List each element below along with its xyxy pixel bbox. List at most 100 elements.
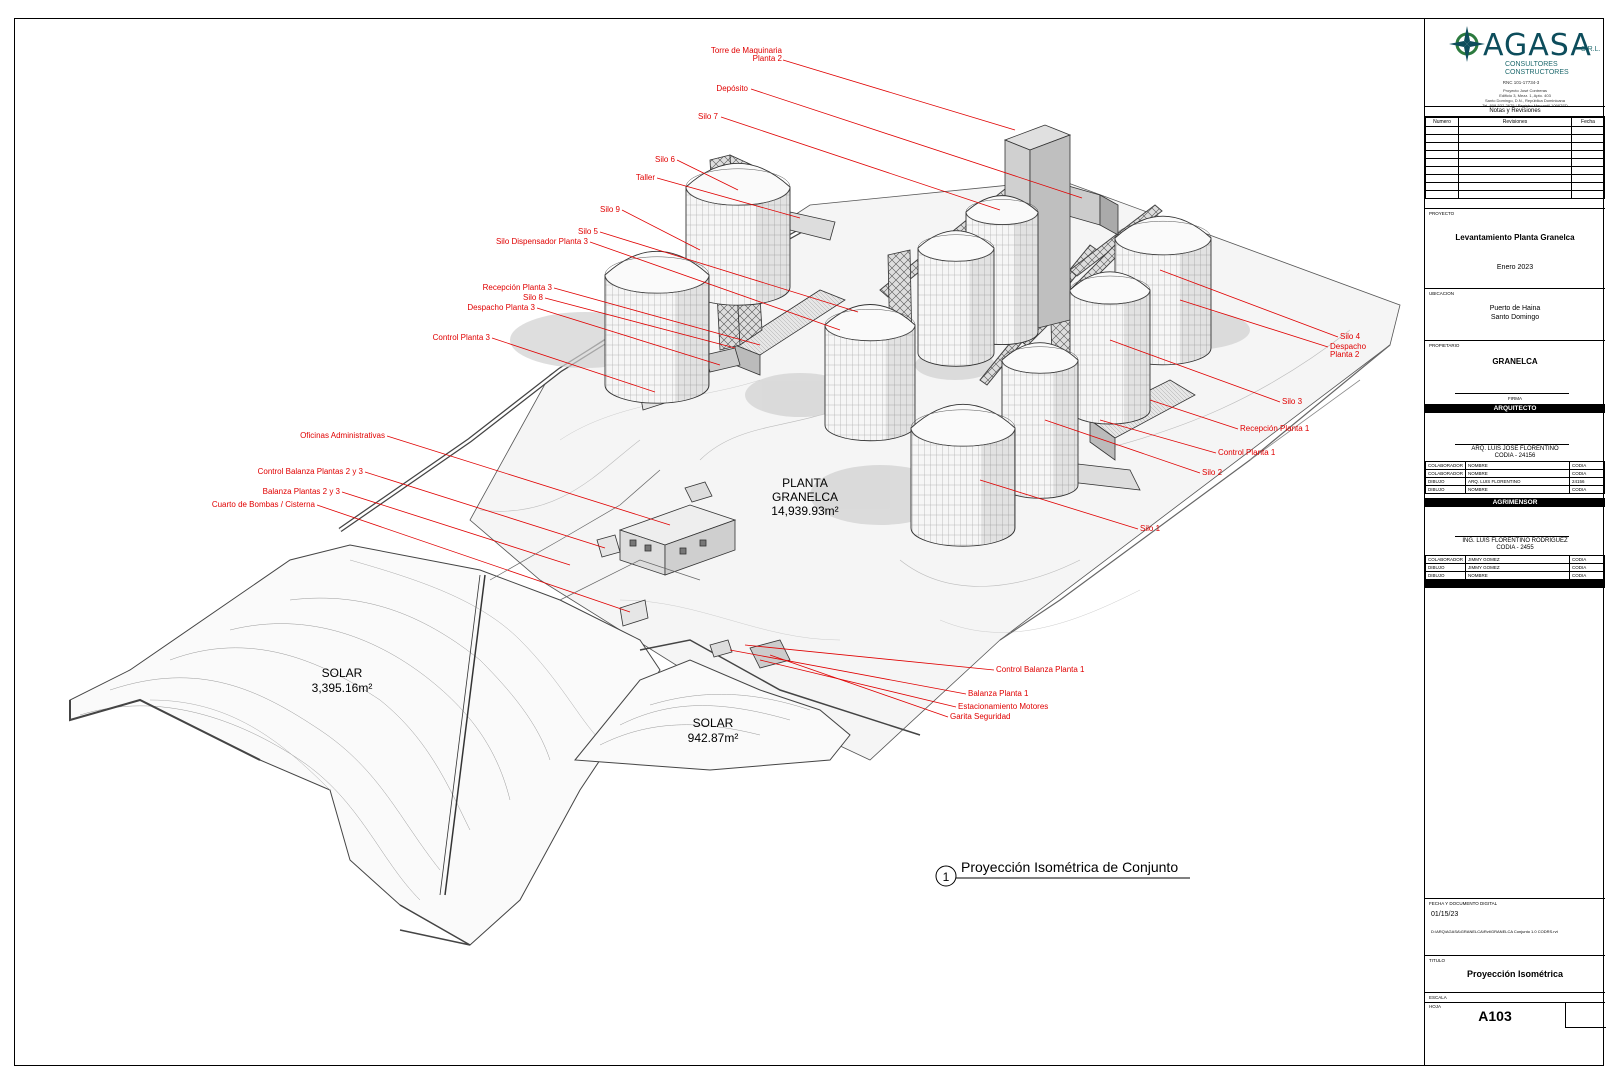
table-row	[1425, 150, 1605, 159]
doc-date: 01/15/23	[1431, 911, 1459, 918]
scale-section: ESCALA	[1425, 992, 1605, 1002]
leader-line	[1159, 269, 1339, 338]
callout-recepcion-planta1: Recepción Planta 1	[1149, 399, 1310, 433]
staff-role: DIBUJO	[1424, 485, 1467, 494]
leader-line	[599, 231, 859, 313]
scale-label: ESCALA	[1429, 995, 1447, 1000]
signature-line	[1455, 393, 1569, 394]
callout-taller: Taller	[636, 173, 801, 219]
callout-label: Despacho Planta 3	[467, 303, 535, 312]
callout-label: Balanza Planta 1	[968, 689, 1029, 698]
sheet-title: Proyección Isométrica	[1466, 969, 1564, 979]
staff-codia: CODIA	[1569, 571, 1605, 580]
callout-label: Silo 6	[655, 155, 676, 164]
callout-label: Estacionamiento Motores	[958, 702, 1048, 711]
leader-line	[782, 59, 1016, 131]
leader-line	[341, 491, 571, 566]
leader-line	[621, 209, 701, 251]
solar2-name: SOLAR	[693, 716, 734, 730]
addr-line3: Santo Domingo, D.N., República Dominican…	[1484, 98, 1566, 103]
leader-line	[676, 159, 739, 191]
silo-6	[685, 162, 791, 306]
table-row	[1425, 166, 1605, 175]
addr-line1: Proyecto José Contreras	[1502, 88, 1548, 93]
logo-rnc: RNC 101-17734-3	[1502, 80, 1540, 85]
solar1-area: 3,395.16m²	[312, 681, 373, 695]
rev-header-revisions: Revisiones	[1458, 117, 1572, 127]
callout-silo2: Silo 2	[1044, 419, 1223, 477]
leader-line	[769, 654, 949, 718]
logo-address: Proyecto José Contreras Edificio 3, Mezz…	[1465, 88, 1585, 108]
logo-sub-line1: CONSULTORES	[1505, 61, 1558, 68]
staff-role: COLABORADOR	[1424, 555, 1467, 564]
callout-control-planta1: Control Planta 1	[1099, 419, 1276, 457]
callout-label: Garita Seguridad	[950, 712, 1010, 721]
date-doc-label: FECHA Y DOCUMENTO DIGITAL	[1429, 901, 1498, 906]
callout-label: Silo 8	[523, 293, 544, 302]
staff-name: JIMMY GOMEZ	[1465, 563, 1570, 572]
notes-title: Notas y Revisiones	[1425, 107, 1605, 117]
staff-codia: CODIA	[1569, 563, 1605, 572]
leader-line	[316, 504, 631, 613]
leader-line	[720, 116, 1001, 211]
leader-line	[536, 307, 721, 366]
callout-recepcion-planta3: Recepción Planta 3	[483, 283, 761, 346]
logo-sub-line2: CONSTRUCTORES	[1505, 69, 1569, 76]
table-row	[1425, 142, 1605, 151]
callout-despacho-planta3: Despacho Planta 3	[467, 303, 721, 366]
sheet-extra-cell	[1565, 1003, 1606, 1028]
staff-name: ARQ. LUIS FLORENTINO	[1465, 477, 1570, 486]
addr-line2: Edificio 3, Mezz. 1, Apto. 403	[1499, 93, 1551, 98]
staff-role: COLABORADOR	[1424, 461, 1467, 470]
silo-3	[1069, 271, 1151, 425]
callout-label: Despacho	[1330, 342, 1367, 351]
table-row	[1425, 126, 1605, 135]
title-section: TITULO Proyección Isométrica	[1425, 955, 1605, 992]
callout-silo7: Silo 7	[698, 112, 1001, 211]
callout-garita: Garita Seguridad	[769, 654, 1010, 721]
callout-label: Silo Dispensador Planta 3	[496, 237, 589, 246]
callout-label: Control Planta 3	[433, 333, 491, 342]
terrain-solar-1	[69, 544, 661, 946]
silo-5-plant2	[917, 230, 995, 367]
table-row	[1425, 158, 1605, 167]
callout-label: Torre de Maquinaria	[711, 46, 783, 55]
owner-name: GRANELCA	[1492, 357, 1538, 366]
location-line1: Puerto de Haina	[1489, 305, 1541, 312]
architect-codia: CODIA - 24156	[1494, 453, 1536, 459]
callout-label: Silo 1	[1140, 524, 1161, 533]
doc-path: D:\ARQ\AGASA\GRANELCA\Rvt\GRANELCA Conju…	[1431, 929, 1558, 934]
area-labels: PLANTA GRANELCA 14,939.93m² SOLAR 3,395.…	[312, 476, 839, 745]
callout-balanza1: Balanza Planta 1	[729, 649, 1029, 698]
architect-bar: ARQUITECTO	[1425, 404, 1605, 413]
leader-line	[759, 659, 957, 708]
revisions-table: Numero Revisiones Fecha	[1425, 117, 1605, 199]
staff-codia: CODIA	[1569, 555, 1605, 564]
view-number: 1	[943, 870, 950, 884]
callout-silo5: Silo 5	[578, 227, 859, 313]
staff-name: JIMMY GOMEZ	[1465, 555, 1570, 564]
callout-label: Depósito	[716, 84, 748, 93]
callout-balanza-23: Balanza Plantas 2 y 3	[263, 487, 571, 566]
staff-name: NOMBRE	[1465, 469, 1570, 478]
leader-line	[386, 435, 671, 526]
terrain-solar-2	[574, 639, 921, 771]
callout-label: Recepción Planta 1	[1240, 424, 1310, 433]
callout-label: Control Balanza Planta 1	[996, 665, 1085, 674]
planta-name-line1: PLANTA	[782, 476, 828, 490]
leader-line	[1149, 399, 1239, 430]
project-label: PROYECTO	[1429, 211, 1455, 216]
callout-oficinas: Oficinas Administrativas	[300, 431, 671, 526]
callout-silo6: Silo 6	[655, 155, 739, 191]
surveyor-signature-line	[1455, 536, 1569, 537]
callout-label: Silo 3	[1282, 397, 1303, 406]
staff-role: DIBUJO	[1424, 477, 1467, 486]
callout-control-balanza-23: Control Balanza Plantas 2 y 3	[258, 467, 606, 549]
callout-silo1: Silo 1	[979, 479, 1161, 533]
